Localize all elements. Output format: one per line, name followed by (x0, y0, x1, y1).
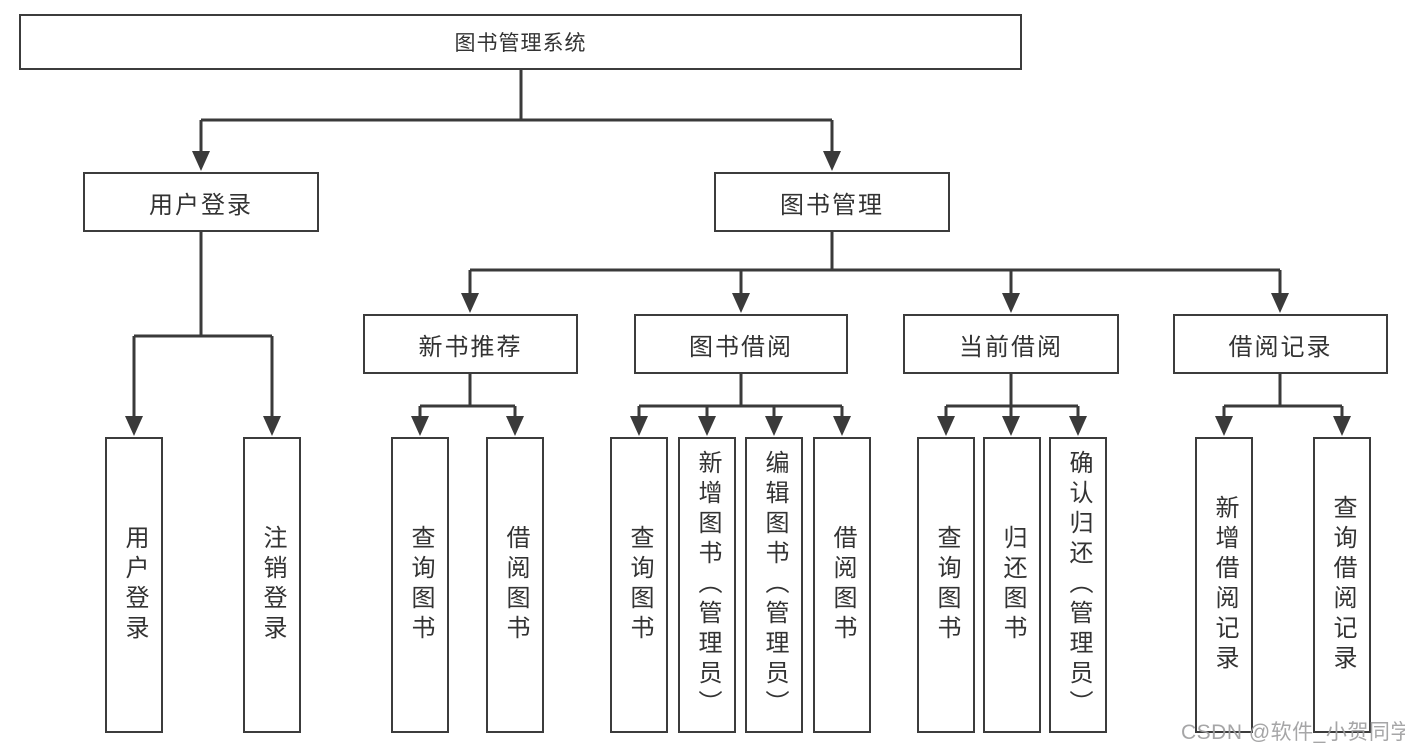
node-leaf-edit-books-admin-label: 编辑图书（管理员） (761, 450, 788, 720)
node-book-management-branch-label: 图书管理 (780, 191, 884, 219)
node-leaf-add-books-admin-label: 新增图书（管理员） (694, 450, 721, 720)
node-library-system-root: 图书管理系统 (19, 14, 1022, 70)
node-new-book-recommend: 新书推荐 (363, 314, 578, 374)
node-leaf-logout: 注销登录 (243, 437, 301, 733)
watermark: CSDN @软件_小贺同学 (1181, 721, 1405, 744)
node-new-book-recommend-label: 新书推荐 (418, 333, 523, 361)
node-leaf-user-login-label: 用户登录 (121, 525, 148, 645)
node-leaf-query-books-1: 查询图书 (391, 437, 449, 733)
node-leaf-edit-books-admin: 编辑图书（管理员） (745, 437, 803, 733)
node-current-borrowing: 当前借阅 (903, 314, 1119, 374)
node-leaf-borrow-books-1-label: 借阅图书 (502, 525, 529, 645)
node-borrowing-records: 借阅记录 (1173, 314, 1388, 374)
node-leaf-borrow-books-2: 借阅图书 (813, 437, 871, 733)
node-user-login-branch-label: 用户登录 (149, 191, 253, 219)
node-library-system-label: 图书管理系统 (454, 32, 587, 55)
node-leaf-query-books-3: 查询图书 (917, 437, 975, 733)
node-current-borrowing-label: 当前借阅 (959, 333, 1063, 361)
node-leaf-add-books-admin: 新增图书（管理员） (678, 437, 736, 733)
node-leaf-confirm-return-admin: 确认归还（管理员） (1049, 437, 1107, 733)
node-leaf-query-borrow-record: 查询借阅记录 (1313, 437, 1371, 733)
node-leaf-logout-label: 注销登录 (259, 525, 286, 645)
node-book-borrowing: 图书借阅 (634, 314, 848, 374)
node-leaf-borrow-books-1: 借阅图书 (486, 437, 544, 733)
node-leaf-return-books-label: 归还图书 (999, 525, 1026, 645)
node-book-borrowing-label: 图书借阅 (689, 333, 793, 361)
node-leaf-query-books-2: 查询图书 (610, 437, 668, 733)
node-leaf-add-borrow-record: 新增借阅记录 (1195, 437, 1253, 733)
node-book-management-branch: 图书管理 (714, 172, 950, 232)
node-leaf-user-login: 用户登录 (105, 437, 163, 733)
node-leaf-query-borrow-record-label: 查询借阅记录 (1329, 495, 1356, 675)
node-user-login-branch: 用户登录 (83, 172, 319, 232)
node-leaf-query-books-2-label: 查询图书 (626, 525, 653, 645)
node-leaf-borrow-books-2-label: 借阅图书 (829, 525, 856, 645)
node-leaf-query-books-1-label: 查询图书 (407, 525, 434, 645)
node-leaf-return-books: 归还图书 (983, 437, 1041, 733)
node-leaf-add-borrow-record-label: 新增借阅记录 (1211, 495, 1238, 675)
node-leaf-query-books-3-label: 查询图书 (933, 525, 960, 645)
node-leaf-confirm-return-admin-label: 确认归还（管理员） (1065, 450, 1092, 720)
node-borrowing-records-label: 借阅记录 (1228, 333, 1333, 361)
